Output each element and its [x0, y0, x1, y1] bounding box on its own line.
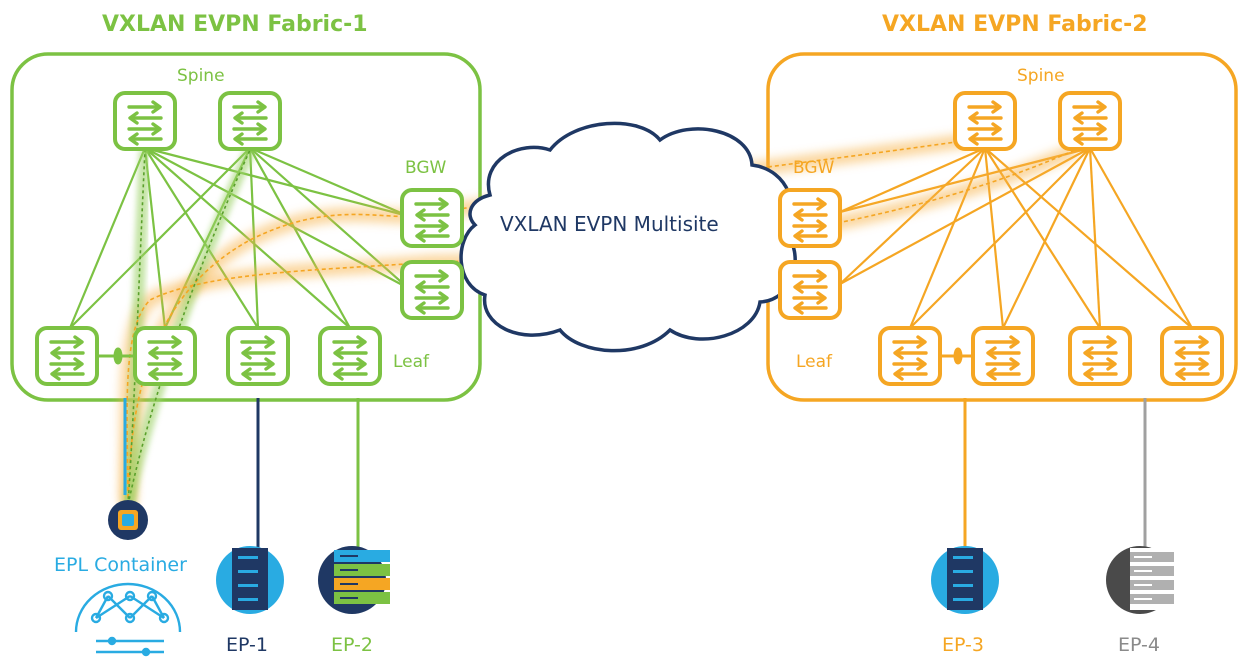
fabric-1-title: VXLAN EVPN Fabric-1 [102, 12, 368, 37]
ep-1-label: EP-1 [226, 634, 268, 656]
network-analytics-icon [74, 582, 182, 657]
bgw-switch-icon [400, 260, 464, 320]
bgw-switch-icon [778, 188, 842, 248]
ep-2-label: EP-2 [331, 634, 373, 656]
multisite-cloud [459, 121, 797, 353]
vpc-link-icon [97, 347, 135, 365]
leaf-switch-icon [35, 326, 99, 386]
vpc-link-icon [940, 347, 973, 365]
bgw-switch-icon [400, 188, 464, 248]
spine-switch-icon [953, 91, 1017, 151]
spine-switch-icon [113, 91, 177, 151]
fabric-2-links [839, 146, 1193, 329]
leaf-switch-icon [133, 326, 197, 386]
leaf-switch-icon [1160, 326, 1224, 386]
fabric-2-spine-label: Spine [1017, 66, 1065, 86]
leaf-switch-icon [878, 326, 942, 386]
ep-2-server-icon [318, 546, 390, 614]
ep-3-server-icon [931, 546, 999, 614]
fabric-2-leaf-label: Leaf [796, 352, 833, 372]
leaf-switch-icon [1068, 326, 1132, 386]
epl-container-label: EPL Container [54, 554, 187, 576]
ep-1-server-icon [216, 546, 284, 614]
fabric-2-bgw-label: BGW [793, 158, 835, 178]
fabric-1-bgw-label: BGW [405, 158, 447, 178]
leaf-switch-icon [226, 326, 290, 386]
fabric-1-leaf-label: Leaf [393, 352, 430, 372]
multisite-label: VXLAN EVPN Multisite [500, 212, 719, 236]
fabric-1-spine-label: Spine [177, 66, 225, 86]
spine-switch-icon [218, 91, 282, 151]
endpoint-links [123, 398, 1147, 548]
fabric-2-title: VXLAN EVPN Fabric-2 [882, 12, 1148, 37]
ep-3-label: EP-3 [942, 634, 984, 656]
ep-4-server-icon [1106, 546, 1174, 614]
bgw-switch-icon [778, 260, 842, 320]
spine-switch-icon [1058, 91, 1122, 151]
leaf-switch-icon [318, 326, 382, 386]
ep-4-label: EP-4 [1118, 634, 1160, 656]
leaf-switch-icon [971, 326, 1035, 386]
epl-container-node-icon [108, 500, 148, 540]
